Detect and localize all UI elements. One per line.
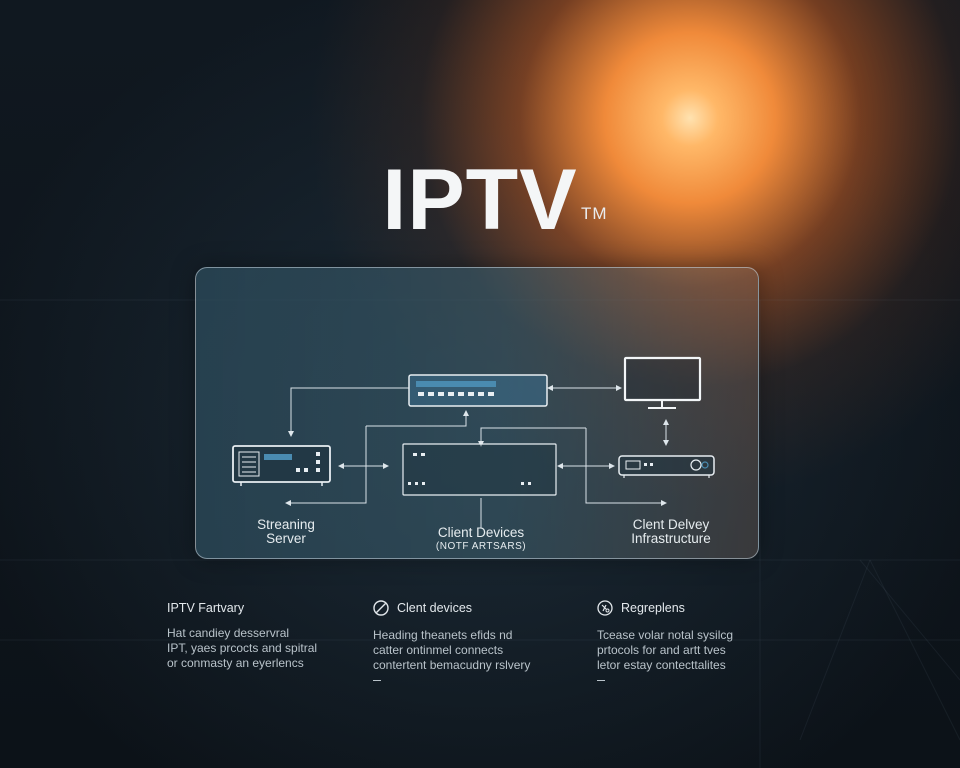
info-column-2-heading: Clent devices (397, 601, 473, 615)
info-column-2-body: Heading theanets efids nd catter ontinme… (373, 628, 573, 681)
info-column-3-line-2: prtocols for and artt tves (597, 643, 726, 657)
info-column-2-line-1: Heading theanets efids nd (373, 628, 513, 642)
info-column-3-header: Regreplens (597, 600, 797, 616)
prohibited-icon (373, 600, 389, 616)
label-streaming-server-line-1: Streaning (257, 517, 315, 532)
client-device-box-icon (402, 443, 557, 496)
title-text: IPTV (382, 152, 578, 248)
info-column-3: Regreplens Tcease volar notal sysilcg pr… (597, 600, 797, 681)
label-streaming-server-line-2: Server (266, 531, 306, 546)
info-column-1-header: IPTV Fartvary (167, 600, 367, 616)
info-column-2-line-3: contertent bemacudny rslvery (373, 658, 531, 672)
info-column-3-line-1: Tcease volar notal sysilcg (597, 628, 734, 642)
info-column-1-line-2: IPT, yaes prcocts and spitral (167, 641, 318, 655)
info-column-3-dash (597, 680, 605, 681)
page-title: IPTV TM (382, 150, 606, 250)
info-column-3-line-3: letor estay contecttalites (597, 658, 726, 672)
connection-lines (285, 385, 669, 528)
diagram-panel: Streaning Server Client Devices (NOTF AR… (195, 267, 759, 559)
info-column-3-heading: Regreplens (621, 601, 685, 615)
info-column-1-line-3: or conmasty an eyerlencs (167, 656, 304, 670)
title-area: IPTV TM (0, 150, 960, 250)
label-client-devices: Client Devices (437, 525, 525, 540)
info-column-2-dash (373, 680, 381, 681)
label-streaming-server: Streaning Server (226, 518, 346, 546)
monitor-icon (623, 356, 702, 409)
info-column-2: Clent devices Heading theanets efids nd … (373, 600, 573, 681)
info-column-2-header: Clent devices (373, 600, 573, 616)
info-column-1-line-1: Hat candiey desservral (167, 626, 290, 640)
network-diagram (232, 356, 715, 528)
streaming-server-icon (232, 445, 331, 486)
info-column-3-body: Tcease volar notal sysilcg prtocols for … (597, 628, 797, 681)
set-top-box-icon (618, 455, 715, 478)
label-client-delivery-line-2: Infrastructure (631, 531, 711, 546)
info-column-1-heading: IPTV Fartvary (167, 601, 245, 615)
label-client-devices-sub: (NOTF ARTSARS) (435, 541, 527, 552)
info-column-2-line-2: catter ontinmel connects (373, 643, 504, 657)
label-client-delivery: Clent Delvey Infrastructure (596, 518, 746, 546)
label-client-delivery-line-1: Clent Delvey (632, 517, 710, 532)
network-switch-icon (408, 374, 548, 407)
trademark-mark: TM (581, 204, 608, 223)
info-column-1: IPTV Fartvary Hat candiey desservral IPT… (167, 600, 367, 671)
info-column-1-body: Hat candiey desservral IPT, yaes prcocts… (167, 626, 367, 671)
settings-circle-icon (597, 600, 613, 616)
